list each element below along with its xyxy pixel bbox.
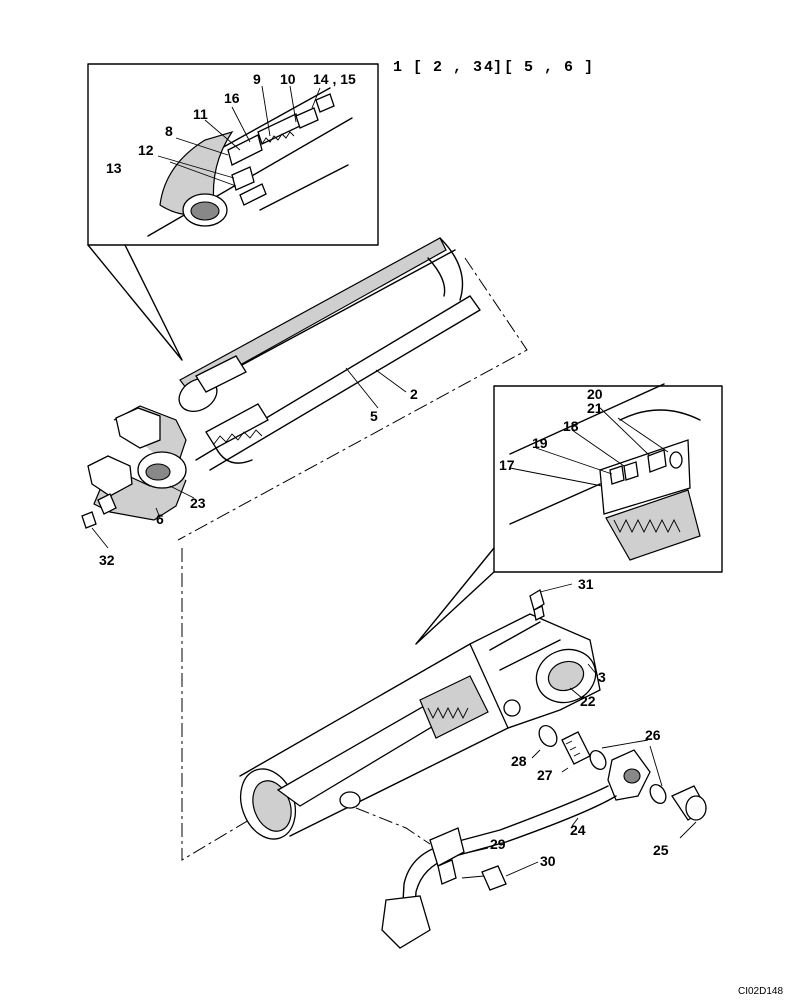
callout-29: 29 <box>490 836 506 852</box>
callout-30: 30 <box>540 853 556 869</box>
callout-11: 11 <box>193 106 208 122</box>
pipe-assembly <box>355 725 707 949</box>
callout-22: 22 <box>580 693 596 709</box>
callout-31: 31 <box>578 576 594 592</box>
callout-20: 20 <box>587 386 603 402</box>
callout-9: 9 <box>253 71 261 87</box>
callout-3: 3 <box>598 669 606 685</box>
callout-17: 17 <box>499 457 515 473</box>
callout-23: 23 <box>190 495 206 511</box>
callout-12: 12 <box>138 142 154 158</box>
callout-18: 18 <box>563 418 579 434</box>
callout-25: 25 <box>653 842 669 858</box>
kit-note-2: 4 [ 5 , 6 ] <box>484 59 594 76</box>
callout-2: 2 <box>410 386 418 402</box>
drawing-code: CI02D148 <box>738 986 783 997</box>
callout-24: 24 <box>570 822 586 838</box>
kit-note-1: 1 [ 2 , 3 ] <box>393 59 503 76</box>
detail-inset-cylinder-head <box>415 383 723 645</box>
callout-5: 5 <box>370 408 378 424</box>
callout-26: 26 <box>645 727 661 743</box>
callout-10: 10 <box>280 71 296 87</box>
cylinder-tube-assembly <box>181 548 601 861</box>
callout-13: 13 <box>106 160 122 176</box>
callout-8: 8 <box>165 123 173 139</box>
callout-32: 32 <box>99 552 115 568</box>
callout-16: 16 <box>224 90 240 106</box>
callout-21: 21 <box>587 400 603 416</box>
callout-14-15: 14 , 15 <box>313 71 356 87</box>
callout-28: 28 <box>511 753 527 769</box>
piston-rod-assembly <box>81 237 528 541</box>
detail-inset-rod-head <box>87 63 379 361</box>
callout-19: 19 <box>532 435 548 451</box>
callout-27: 27 <box>537 767 553 783</box>
callout-6: 6 <box>156 511 164 527</box>
